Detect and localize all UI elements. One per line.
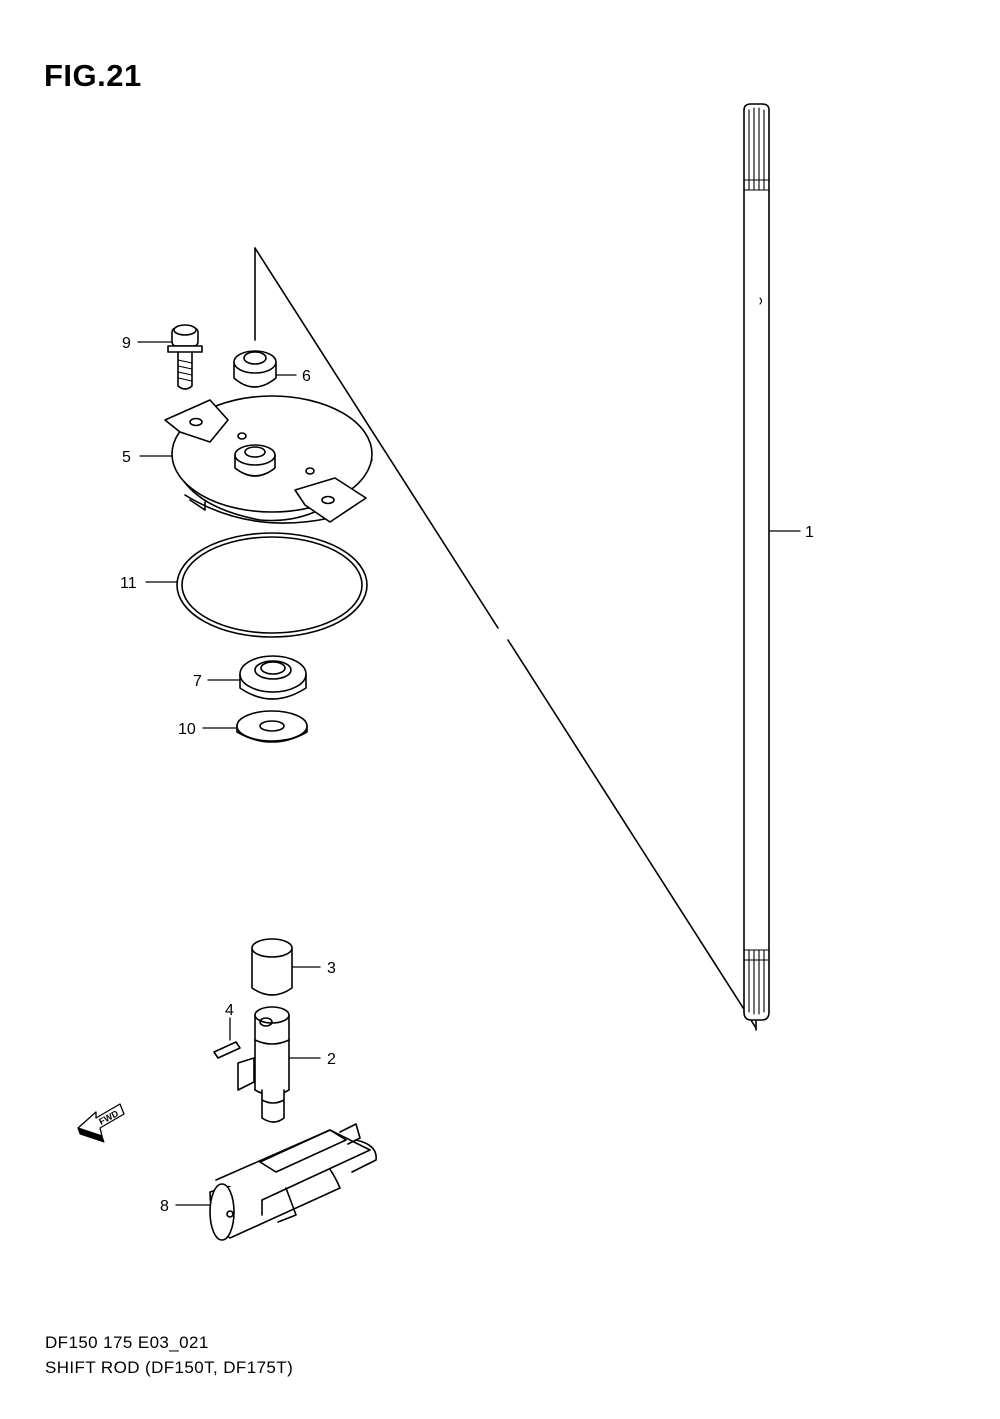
callout-10: 10 — [178, 721, 196, 738]
callout-1: 1 — [805, 524, 814, 541]
callout-4: 4 — [225, 1002, 234, 1019]
pin-part — [213, 1041, 241, 1059]
bolt-part — [167, 324, 203, 390]
cover-plate-part — [164, 395, 373, 524]
callout-2: 2 — [327, 1051, 336, 1068]
figure-description: SHIFT ROD (DF150T, DF175T) — [45, 1358, 294, 1377]
o-ring-part — [176, 532, 368, 638]
shift-rod-part — [743, 103, 770, 1021]
callout-11: 11 — [120, 575, 137, 592]
figure-code: DF150 175 E03_021 — [45, 1333, 209, 1352]
sleeve-part — [251, 938, 293, 996]
figure-title: FIG.21 — [44, 58, 142, 93]
callout-8: 8 — [160, 1198, 169, 1215]
callout-6: 6 — [302, 368, 311, 385]
leader-lines — [137, 341, 801, 1206]
callout-9: 9 — [122, 335, 131, 352]
washer-part — [236, 710, 308, 743]
callout-3: 3 — [327, 960, 336, 977]
bushing-part — [233, 350, 277, 388]
callout-5: 5 — [122, 449, 131, 466]
fwd-arrow-icon: FWD — [77, 1103, 125, 1143]
shift-joint-part — [237, 1006, 290, 1123]
assembly-guide-line — [254, 247, 757, 1031]
oil-seal-part — [239, 655, 307, 700]
callout-7: 7 — [193, 673, 202, 690]
shift-slider-part — [209, 1123, 377, 1241]
